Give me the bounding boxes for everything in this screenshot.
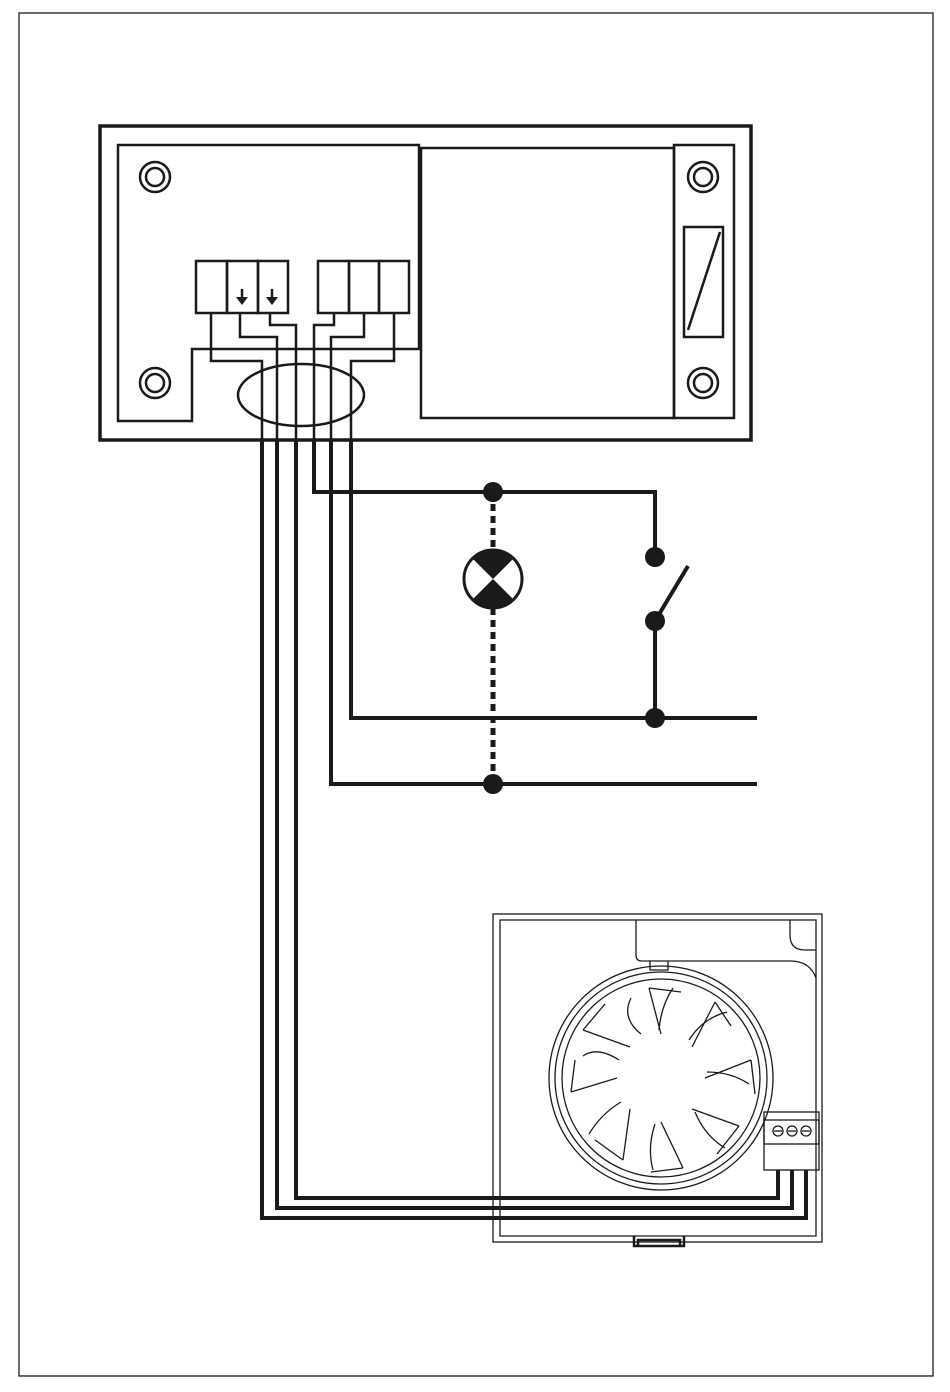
fan-top-housing-inner (790, 920, 816, 950)
fan-ring-mid (555, 972, 767, 1184)
fan-top-housing (636, 920, 816, 978)
junction-dot (483, 482, 503, 502)
supply-live-wire (351, 440, 757, 718)
relay-housing (421, 148, 674, 418)
lamp-icon (464, 550, 522, 608)
switched-live-wire (314, 440, 655, 557)
earth-arrow-icon (266, 289, 278, 305)
junction-dot (645, 611, 665, 631)
fan-bottom-clip (634, 1236, 684, 1246)
fan-ring-inner (562, 979, 760, 1177)
controller-unit (100, 126, 751, 440)
terminal-3 (258, 261, 288, 313)
fan-impeller-icon (571, 988, 755, 1172)
terminal-4 (318, 261, 349, 313)
fan-cable-conductor-2 (277, 440, 792, 1208)
terminal-6 (379, 261, 409, 313)
fan-inner-frame (500, 920, 816, 1236)
conductor-t2 (240, 313, 277, 440)
external-wiring (262, 440, 806, 1218)
fan-cable-conductor-1 (296, 440, 778, 1198)
junction-dot (483, 774, 503, 794)
mounting-screw-icon (688, 162, 718, 192)
terminal-1 (196, 261, 227, 313)
terminal-block (196, 261, 409, 313)
earth-arrow-icon (236, 289, 248, 305)
conductor-t1 (211, 313, 262, 440)
terminal-2 (227, 261, 258, 313)
conductor-t6 (351, 313, 394, 440)
page-frame (19, 13, 933, 1376)
cable-gland (238, 364, 364, 426)
fan-terminal-block (764, 1112, 819, 1170)
relay-indicator-diagonal (688, 232, 720, 330)
conductor-t3 (270, 313, 296, 440)
fan-cable-conductor-3 (262, 440, 806, 1218)
terminal-5 (349, 261, 379, 313)
mounting-screw-icon (140, 368, 170, 398)
junction-dot (645, 547, 665, 567)
mounting-screw-icon (140, 162, 170, 192)
junction-dot (645, 708, 665, 728)
controller-housing (100, 126, 751, 440)
mounting-screw-icon (688, 368, 718, 398)
